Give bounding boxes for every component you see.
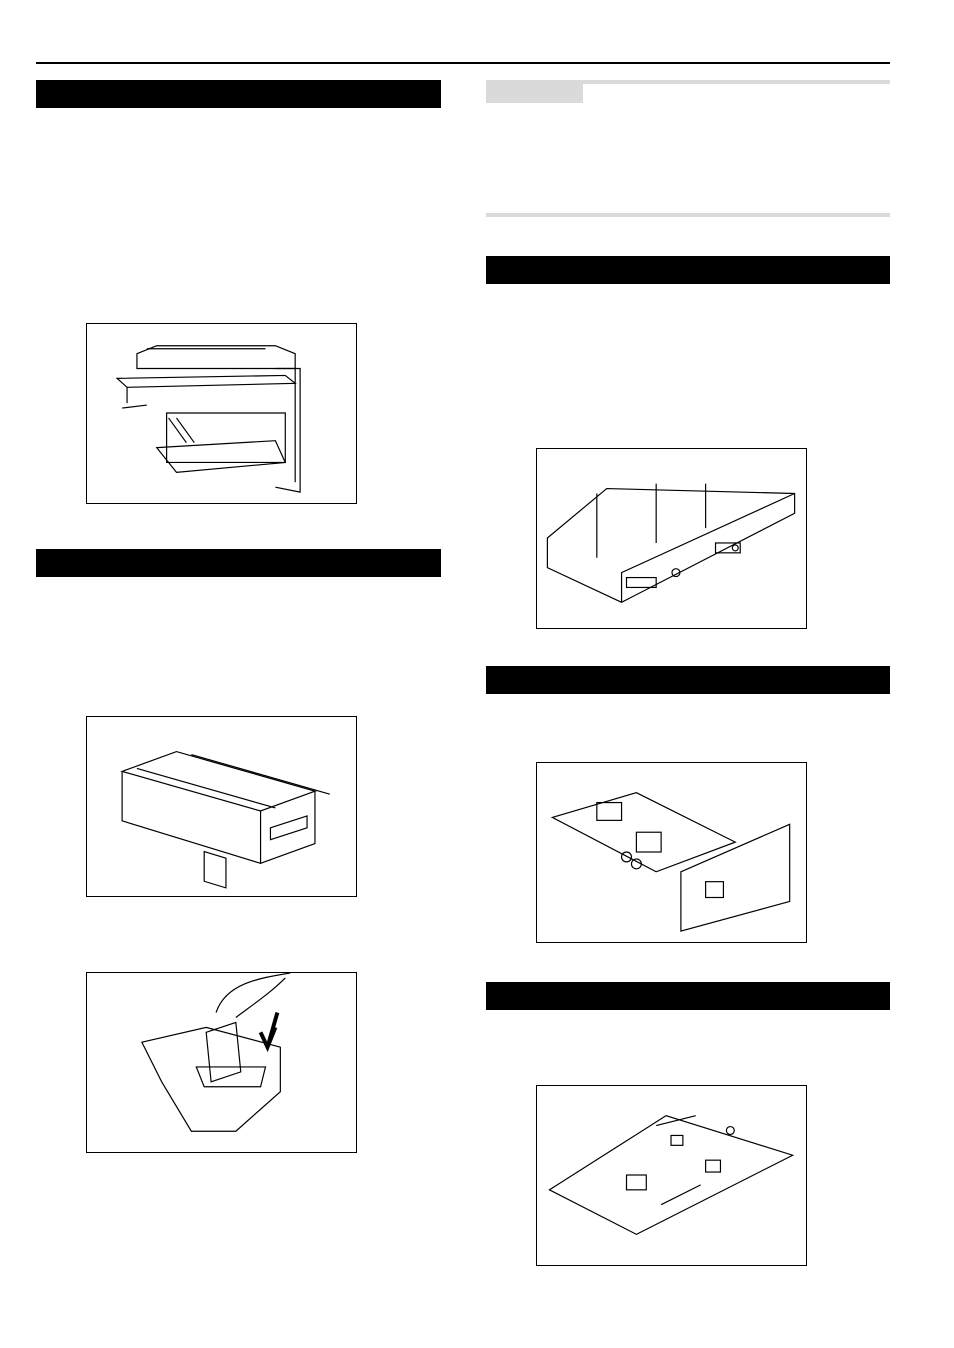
toner-disposal-illustration — [86, 972, 357, 1153]
controller-board-illustration — [536, 448, 807, 629]
network-card-illustration — [536, 762, 807, 943]
note-top-bar — [486, 80, 890, 84]
memory-board-illustration — [536, 1085, 807, 1266]
toner-container-illustration — [86, 716, 357, 897]
section-header-bar — [36, 549, 441, 577]
section-header-bar — [486, 666, 890, 694]
note-bottom-bar — [486, 213, 890, 217]
top-rule — [36, 62, 890, 64]
copier-illustration — [86, 323, 357, 504]
section-header-bar — [486, 982, 890, 1010]
note-label-tab — [486, 84, 583, 103]
section-header-bar — [486, 256, 890, 284]
section-header-bar — [36, 80, 441, 108]
